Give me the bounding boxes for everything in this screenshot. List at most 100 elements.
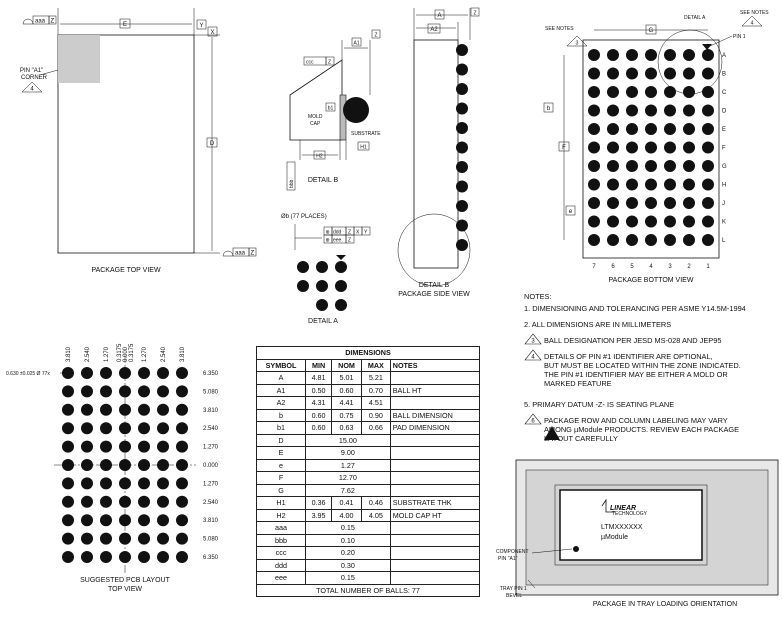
table-cell: BALL DIMENSION — [389, 408, 481, 422]
note-flag-4b-label: 4 — [751, 21, 754, 27]
ball-D4 — [645, 104, 657, 117]
table-cell: 1.27 — [305, 458, 391, 472]
table-cell: ddd — [255, 558, 307, 572]
table-cell: A — [255, 371, 307, 385]
table-cell: eee — [255, 571, 307, 585]
dim-h1: H1 — [360, 145, 367, 151]
table-cell: 5.21 — [360, 371, 391, 385]
package-top-view: E Y X D aaa Z aaa Z PIN "A1" CORNER 4 PA… — [20, 8, 257, 274]
pcb-pad — [119, 440, 131, 453]
pcb-y-label: 2.540 — [203, 426, 219, 432]
pcb-y-label: 5.080 — [203, 389, 219, 395]
ball-A7 — [588, 49, 600, 61]
pcb-pad — [119, 532, 131, 545]
cap-label: CAP — [310, 121, 321, 127]
tray-view: LINEAR TECHNOLOGY LTMXXXXXX µModule COMP… — [496, 459, 779, 608]
table-cell: H2 — [255, 508, 307, 522]
pcb-x-label: 0.3175 — [129, 343, 135, 362]
table-cell: BALL HT — [389, 383, 481, 397]
pcb-pad — [119, 477, 131, 490]
ball-C7 — [588, 86, 600, 98]
dim-a2: A2 — [430, 27, 438, 33]
ball-G5 — [626, 160, 638, 172]
table-cell: e — [255, 458, 307, 472]
pcb-pad — [157, 477, 169, 490]
pcb-pad — [100, 477, 112, 490]
note-flag-4-label: 4 — [30, 87, 34, 93]
svg-text:Z: Z — [348, 230, 351, 236]
top-view-caption: PACKAGE TOP VIEW — [91, 267, 161, 274]
pcb-pad — [62, 477, 74, 490]
pcb-pad — [138, 422, 150, 435]
pcb-pad — [157, 403, 169, 416]
side-ball — [456, 44, 468, 56]
table-cell: 0.63 — [331, 421, 362, 435]
table-cell: 0.10 — [305, 533, 391, 547]
pcb-pad — [62, 385, 74, 398]
bottom-balls — [588, 49, 714, 246]
detail-ball — [297, 280, 309, 292]
ball-H4 — [645, 178, 657, 191]
table-cell: 0.75 — [331, 408, 362, 422]
table-header-cell: NOM — [331, 358, 362, 372]
pcb-x-label: 2.540 — [161, 346, 167, 362]
pcb-pad — [100, 514, 112, 527]
row-label: L — [722, 238, 726, 244]
note-4-l3: THE PIN #1 IDENTIFIER MAY BE EITHER A MO… — [544, 370, 728, 379]
ball-B5 — [626, 67, 638, 80]
note-6-l2: AMONG µModule PRODUCTS. REVIEW EACH PACK… — [544, 425, 740, 434]
row-label: A — [722, 53, 726, 59]
pcb-pad — [81, 367, 93, 379]
note-5: 5. PRIMARY DATUM -Z- IS SEATING PLANE — [524, 400, 675, 409]
pcb-pad — [100, 440, 112, 453]
pcb-pad — [100, 459, 112, 471]
table-cell: 9.00 — [305, 446, 391, 460]
ball-J6 — [607, 197, 619, 209]
aaa-tolerance-bottom: aaa Z — [222, 247, 257, 257]
ball-E2 — [683, 123, 695, 135]
side-ball — [456, 63, 468, 76]
detail-ball — [335, 299, 347, 311]
dim-b1: b1 — [328, 106, 334, 112]
pcb-pads — [62, 367, 188, 563]
pin-corner-line1: PIN "A1" — [20, 68, 43, 74]
ball-B1 — [702, 67, 714, 80]
table-cell: 4.81 — [305, 371, 333, 385]
table-cell: 4.41 — [331, 396, 362, 410]
ball-B4 — [645, 67, 657, 80]
detail-b-caption: DETAIL B — [308, 177, 339, 184]
pcb-caption-2: TOP VIEW — [108, 586, 142, 593]
ball-G2 — [683, 160, 695, 172]
pcb-pad — [81, 551, 93, 563]
table-cell: 15.00 — [305, 433, 391, 447]
row-label: J — [722, 201, 725, 207]
pcb-pad — [119, 514, 131, 527]
pcb-x-label: 0.3175 — [117, 343, 123, 362]
pcb-pad — [157, 495, 169, 508]
pcb-pad — [176, 440, 188, 453]
pcb-pad — [138, 477, 150, 490]
pcb-pad — [100, 367, 112, 379]
ball-F4 — [645, 141, 657, 154]
pcb-x-label: 3.810 — [66, 346, 72, 362]
table-cell: 7.62 — [305, 483, 391, 497]
row-label: H — [722, 183, 726, 189]
side-ball — [456, 83, 468, 95]
ball-C3 — [664, 86, 676, 98]
table-cell: 0.46 — [360, 496, 391, 510]
svg-text:Z: Z — [51, 19, 55, 25]
ball-A5 — [626, 49, 638, 61]
pcb-pad — [157, 459, 169, 471]
bottom-outline — [582, 39, 720, 259]
table-cell: 12.70 — [305, 471, 391, 485]
pcb-pad — [62, 514, 74, 527]
ball-G4 — [645, 160, 657, 172]
dim-g: G — [649, 28, 654, 34]
